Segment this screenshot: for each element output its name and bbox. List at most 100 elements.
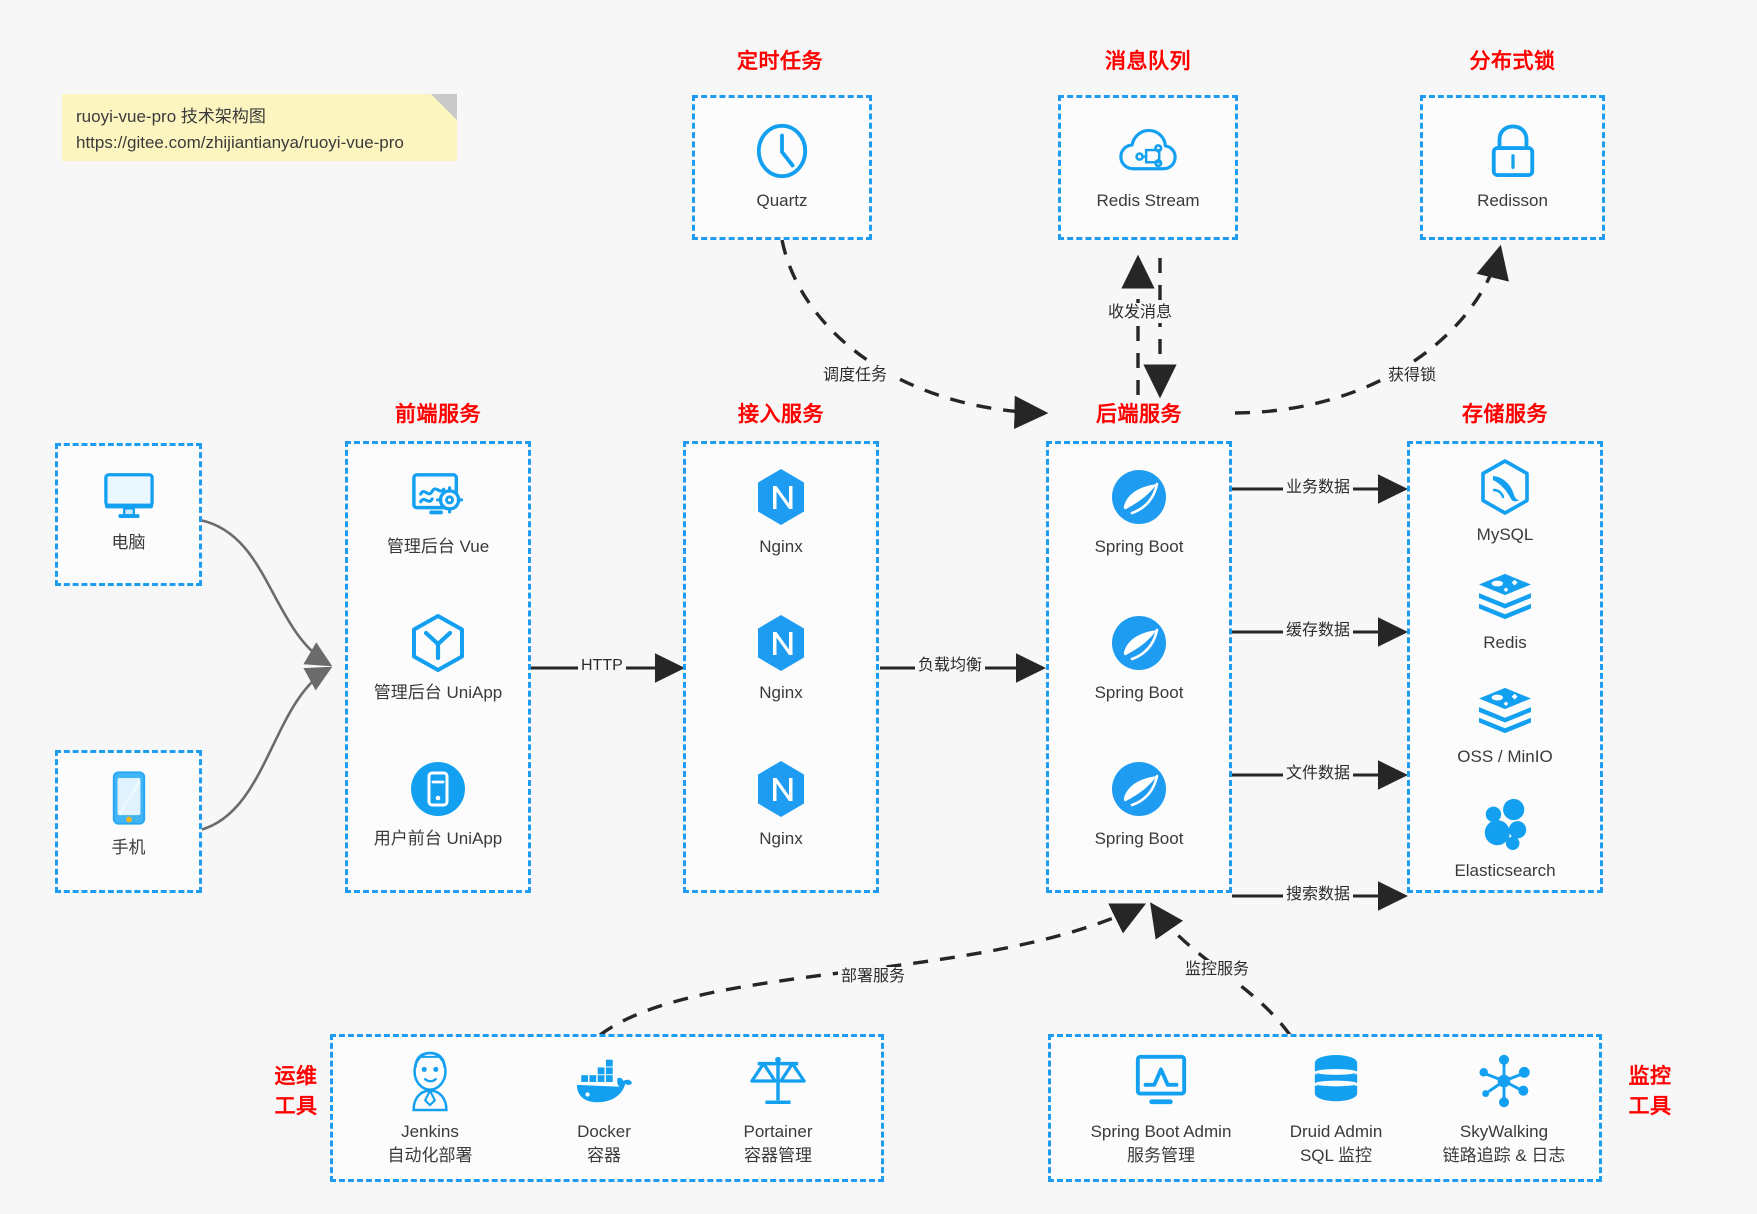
node-user-uniapp[interactable]: 用户前台 UniApp [348,758,528,851]
node-label: 手机 [111,838,146,857]
edge-label-monitor-service: 监控服务 [1182,960,1253,980]
node-druid-admin[interactable]: Druid Admin SQL 监控 [1251,1049,1421,1168]
node-skywalking[interactable]: SkyWalking 链路追踪 & 日志 [1409,1049,1599,1168]
group-distributed-lock[interactable]: Redisson [1420,95,1605,240]
group-devops-tools[interactable]: Jenkins 自动化部署 Docker 容器 [330,1034,884,1182]
group-backend-services[interactable]: Spring Boot Spring Boot Spring Boot [1046,441,1232,893]
edge-label-schedule-task: 调度任务 [820,366,891,386]
edge-label-send-receive-message: 收发消息 [1105,303,1176,323]
caption-devops-line1: 运维 [274,1065,318,1088]
group-frontend-services[interactable]: 管理后台 Vue 管理后台 UniApp 用户前台 U [345,441,531,893]
node-mysql[interactable]: MySQL [1410,459,1600,547]
caption-storage: 存储服务 [1462,403,1548,426]
group-client-mobile[interactable]: 手机 [55,750,202,893]
uniapp-cube-icon [409,612,467,674]
node-sublabel: 服务管理 [1127,1146,1195,1165]
group-storage-services[interactable]: MySQL Redis [1407,441,1603,893]
node-spring-boot-1[interactable]: Spring Boot [1049,466,1229,559]
edge-label-file-data: 文件数据 [1283,764,1354,784]
docker-whale-icon [574,1049,634,1113]
caption-frontend: 前端服务 [395,403,481,426]
node-phone[interactable]: 手机 [58,767,199,860]
node-label: 电脑 [111,533,146,552]
node-spring-boot-2[interactable]: Spring Boot [1049,612,1229,705]
caption-devops-tools: 运维 工具 [258,1062,334,1122]
node-redis-stream[interactable]: Redis Stream [1061,120,1235,213]
redis-stack-icon [1476,570,1534,624]
node-redisson[interactable]: Redisson [1423,120,1602,213]
node-admin-vue[interactable]: 管理后台 Vue [348,466,528,559]
edge-label-search-data: 搜索数据 [1283,885,1354,905]
node-label: Redis [1483,633,1527,652]
caption-monitor-tools: 监控 工具 [1612,1062,1688,1122]
node-label: MySQL [1476,525,1534,544]
node-label: Nginx [759,537,803,556]
node-docker[interactable]: Docker 容器 [529,1049,679,1168]
node-nginx-1[interactable]: Nginx [686,466,876,559]
dashboard-gear-icon [409,466,467,528]
node-nginx-3[interactable]: Nginx [686,758,876,851]
node-label: OSS / MinIO [1457,747,1553,766]
caption-mq: 消息队列 [1105,50,1191,73]
node-label: Redisson [1477,191,1548,210]
node-label: Docker [577,1122,631,1141]
mysql-dolphin-icon [1478,459,1532,516]
node-spring-boot-3[interactable]: Spring Boot [1049,758,1229,851]
monitor-chart-icon [1132,1049,1190,1113]
node-sublabel: 自动化部署 [387,1146,473,1165]
note-fold-corner [431,94,457,120]
node-redis[interactable]: Redis [1410,570,1600,655]
caption-monitor-line2: 工具 [1628,1095,1672,1118]
desktop-computer-icon [101,462,157,524]
edge-label-business-data: 业务数据 [1283,478,1354,498]
node-label: Elasticsearch [1454,861,1556,880]
node-computer[interactable]: 电脑 [58,462,199,555]
node-label: SkyWalking [1459,1122,1549,1141]
elasticsearch-icon [1477,796,1533,852]
spring-boot-icon [1110,466,1168,528]
node-jenkins[interactable]: Jenkins 自动化部署 [355,1049,505,1168]
mobile-phone-icon [109,767,149,829]
edge-label-deploy-service: 部署服务 [838,967,909,987]
edge-label-cache-data: 缓存数据 [1283,621,1354,641]
node-label: Druid Admin [1289,1122,1383,1141]
node-spring-boot-admin[interactable]: Spring Boot Admin 服务管理 [1061,1049,1261,1168]
caption-scheduler: 定时任务 [737,50,823,73]
node-quartz[interactable]: Quartz [695,120,869,213]
node-label: Spring Boot [1094,537,1184,556]
group-scheduler[interactable]: Quartz [692,95,872,240]
node-label: Redis Stream [1096,191,1200,210]
nginx-icon [754,612,808,674]
caption-gateway: 接入服务 [738,403,824,426]
database-cylinder-icon [1310,1049,1362,1113]
caption-backend: 后端服务 [1096,403,1182,426]
node-admin-uniapp[interactable]: 管理后台 UniApp [348,612,528,705]
title-sticky-note: ruoyi-vue-pro 技术架构图 https://gitee.com/zh… [62,94,457,161]
nginx-icon [754,466,808,528]
node-sublabel: 容器 [587,1146,621,1165]
node-elasticsearch[interactable]: Elasticsearch [1410,796,1600,883]
object-storage-icon [1476,684,1534,738]
caption-lock: 分布式锁 [1469,50,1556,73]
scales-balance-icon [750,1049,806,1113]
node-nginx-2[interactable]: Nginx [686,612,876,705]
group-gateway-services[interactable]: Nginx Nginx Nginx [683,441,879,893]
node-portainer[interactable]: Portainer 容器管理 [703,1049,853,1168]
jenkins-butler-icon [402,1049,458,1113]
node-label: Nginx [759,683,803,702]
group-monitor-tools[interactable]: Spring Boot Admin 服务管理 [1048,1034,1602,1182]
spring-boot-icon [1110,758,1168,820]
edge-label-http: HTTP [578,656,626,676]
caption-devops-line2: 工具 [274,1095,318,1118]
node-label: Spring Boot [1094,829,1184,848]
group-message-queue[interactable]: Redis Stream [1058,95,1238,240]
note-title-line: ruoyi-vue-pro 技术架构图 [76,107,266,126]
node-oss-minio[interactable]: OSS / MinIO [1410,684,1600,769]
nginx-icon [754,758,808,820]
node-label: 用户前台 UniApp [373,829,503,848]
padlock-icon [1487,120,1539,182]
skywalking-node-icon [1475,1049,1533,1113]
group-client-desktop[interactable]: 电脑 [55,443,202,586]
node-sublabel: 容器管理 [744,1146,812,1165]
